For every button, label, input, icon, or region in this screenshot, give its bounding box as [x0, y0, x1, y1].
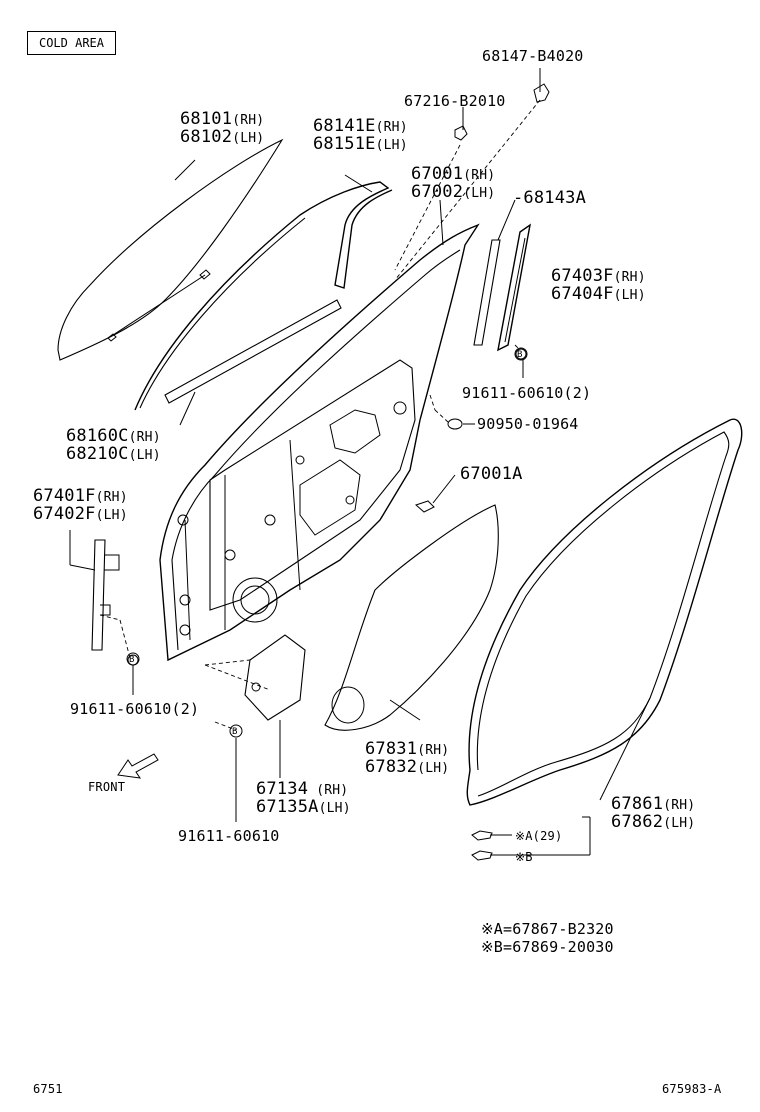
part-label: 68101(RH) [180, 109, 265, 129]
front-label: FRONT [88, 780, 126, 794]
note-a: ※A=67867-B2320 [481, 920, 614, 938]
clip-b-label: ※B [515, 850, 533, 864]
door-glass [57, 138, 284, 361]
clip-a-icon [471, 830, 493, 841]
part-label: 67402F(LH) [33, 504, 128, 524]
door-panel [159, 199, 480, 662]
plug-part [447, 418, 463, 430]
part-label: 67002(LH) [411, 182, 496, 202]
part-label: 67216-B2010 [404, 92, 506, 110]
front-arrow-icon [117, 753, 159, 779]
door-weatherstrip [466, 418, 743, 806]
lower-channel [69, 530, 139, 666]
part-label: 67831(RH) [365, 739, 450, 759]
part-label: 68151E(LH) [313, 134, 408, 154]
side-garnish [204, 634, 306, 778]
part-label: 91611-60610(2) [462, 384, 592, 402]
clip-b-icon [471, 850, 493, 861]
part-label: 68102(LH) [180, 127, 265, 147]
part-label: 67832(LH) [365, 757, 450, 777]
part-label: 68141E(RH) [313, 116, 408, 136]
bolt-letter: B [517, 350, 523, 360]
part-label: 68147-B4020 [482, 47, 584, 65]
part-label: 68210C(LH) [66, 444, 161, 464]
leader-dash [434, 409, 449, 423]
run-channel [134, 174, 393, 411]
leader-dash [214, 721, 237, 731]
part-label: 67401F(RH) [33, 486, 128, 506]
leader-dash [429, 394, 436, 411]
inner-weatherstrip [164, 299, 342, 426]
bolt-marker [514, 347, 528, 361]
leader-dash [394, 99, 541, 281]
part-label: 67135A(LH) [256, 797, 351, 817]
bolt-marker [229, 724, 243, 738]
bolt-marker [126, 652, 140, 666]
part-label: 91611-60610 [178, 827, 280, 845]
part-label: 68160C(RH) [66, 426, 161, 446]
service-hole-cover [324, 504, 499, 731]
bolt-letter: B [232, 727, 238, 737]
clip-part [454, 125, 468, 141]
part-label: 67001(RH) [411, 164, 496, 184]
part-label: 67001A [460, 464, 523, 484]
clip-part [533, 83, 550, 103]
rear-channel [473, 199, 516, 346]
part-label: 90950-01964 [477, 415, 579, 433]
part-label: 67403F(RH) [551, 266, 646, 286]
cap-part [415, 500, 435, 513]
regulator-rail [497, 223, 531, 360]
cold-area-tag: COLD AREA [27, 31, 116, 55]
part-label: -68143A [513, 188, 587, 208]
footer-left-code: 6751 [33, 1082, 63, 1096]
clip-a-label: ※A(29) [515, 829, 563, 843]
part-label: 67404F(LH) [551, 284, 646, 304]
part-label: 91611-60610(2) [70, 700, 200, 718]
note-b: ※B=67869-20030 [481, 938, 614, 956]
part-label: 67862(LH) [611, 812, 696, 832]
bolt-letter: B [129, 655, 135, 665]
part-label: 67134 (RH) [256, 779, 349, 799]
leader-dash [394, 144, 461, 271]
part-label: 67861(RH) [611, 794, 696, 814]
footer-right-code: 675983-A [662, 1082, 722, 1096]
